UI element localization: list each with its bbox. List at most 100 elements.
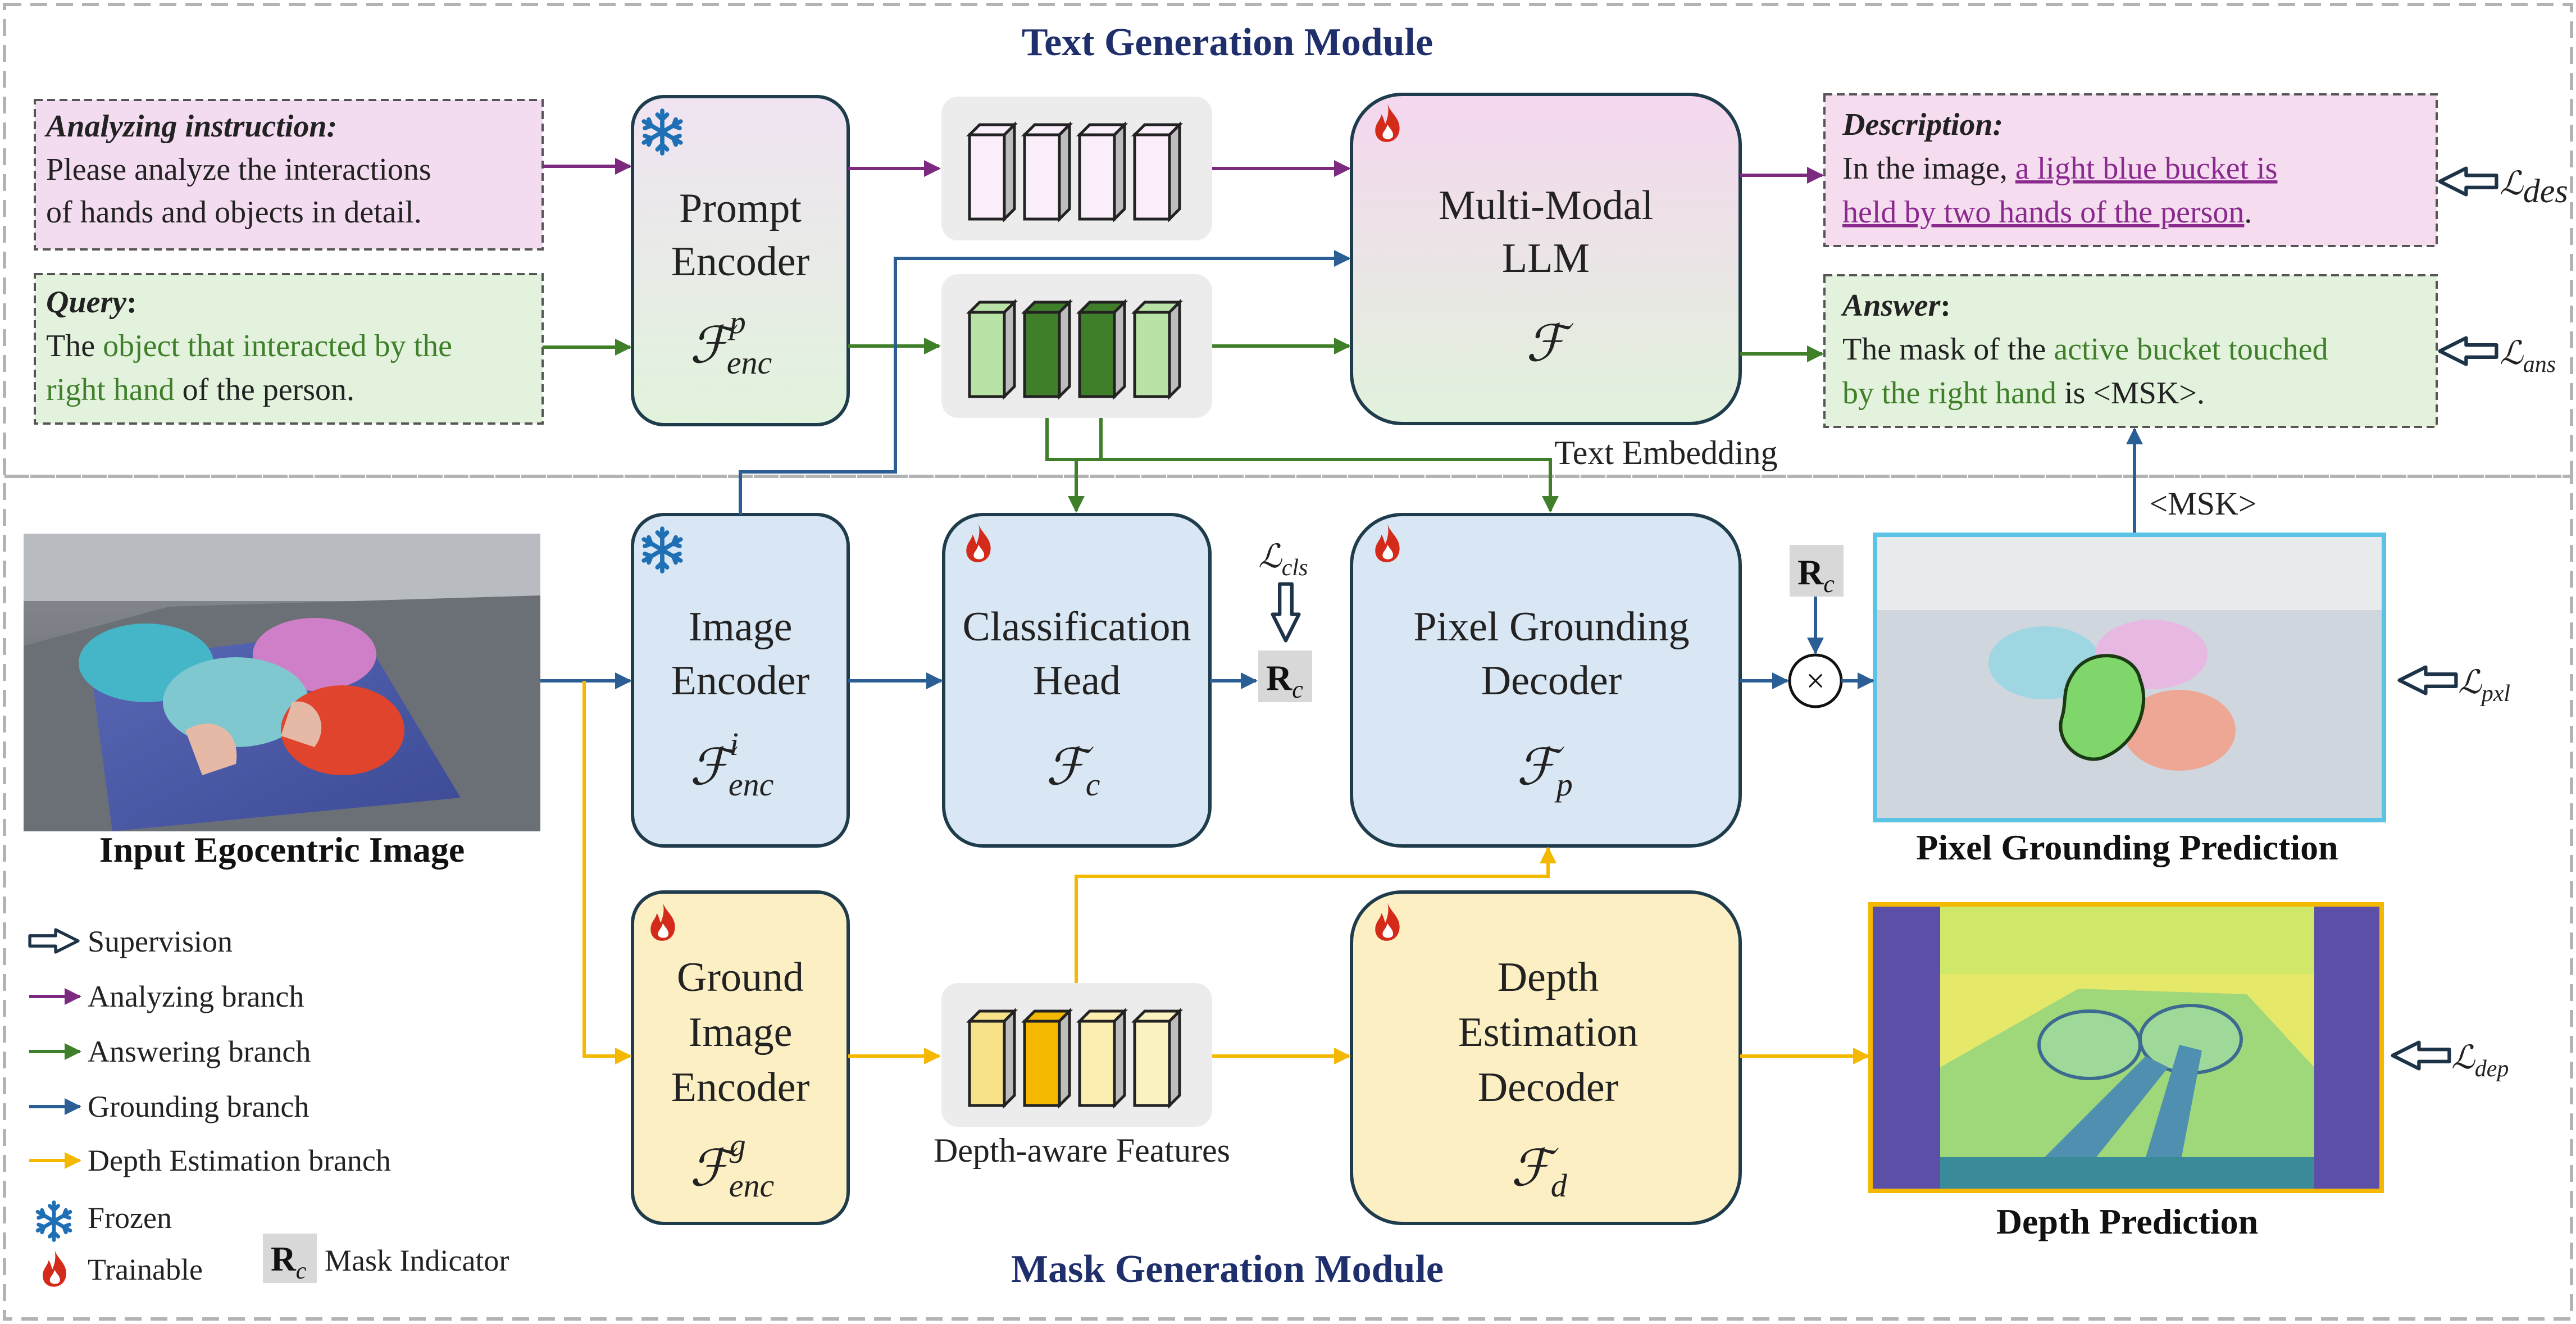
token-cubes (966, 121, 1184, 1109)
description-text-2b: . (2244, 195, 2252, 230)
text-module-frame (3, 3, 2573, 478)
ground-encoder-label-3: Encoder (671, 1064, 810, 1111)
prompt-encoder-sup: p (727, 304, 746, 340)
depth-decoder-label-2: Estimation (1458, 1009, 1639, 1055)
pixel-decoder-block: Pixel Grounding Decoder ℱp (1350, 513, 1742, 848)
prompt-encoder-sub: enc (727, 344, 772, 381)
multiply-node: × (1788, 653, 1843, 708)
query-text-2a: right hand (46, 372, 175, 407)
pixel-caption: Pixel Grounding Prediction (1916, 827, 2338, 867)
input-image (24, 534, 540, 831)
snowflake-icon (38, 1203, 70, 1240)
arrow-depth-features-to-pixel-decoder (1075, 847, 1556, 983)
pixel-decoder-sub: p (1554, 766, 1573, 803)
arrow-text-embedding (1045, 418, 1559, 513)
svg-text:ℒpxl: ℒpxl (2458, 664, 2510, 707)
description-label: Description: (1842, 107, 2003, 142)
legend-analyzing: Analyzing branch (88, 980, 304, 1013)
supervision-arrow-cls (1273, 584, 1299, 641)
depth-decoder-sub: d (1551, 1167, 1568, 1204)
loss-des: ℒ (2500, 165, 2524, 202)
text-token-cube (1131, 121, 1184, 223)
depth-token-cube (966, 1007, 1018, 1109)
query-text-2b: of the person. (175, 372, 354, 407)
loss-des-sub: des (2523, 172, 2568, 210)
loss-cls: ℒ (1258, 538, 1282, 575)
svg-text:ℒdep: ℒdep (2451, 1039, 2509, 1082)
llm-block: Multi-Modal LLM ℱ (1350, 93, 1742, 425)
instruction-line-2: of hands and objects in detail. (46, 195, 422, 230)
legend-answering: Answering branch (88, 1035, 311, 1068)
ground-encoder-label-1: Ground (677, 954, 804, 1000)
supervision-arrow-ans (2440, 338, 2497, 365)
mask-indicator-rc-top: Rc (1790, 545, 1844, 598)
query-text-1b: object that interacted by the (103, 329, 452, 363)
answer-box: Answer: The mask of the active bucket to… (1823, 274, 2438, 428)
query-text-1a: The (46, 329, 103, 363)
pixel-decoder-label-1: Pixel Grounding (1413, 604, 1689, 650)
pixel-decoder-label-2: Decoder (1481, 658, 1622, 704)
image-encoder-sup: i (730, 726, 739, 762)
text-embedding-label: Text Embedding (1554, 434, 1777, 471)
text-token-cube (1076, 121, 1128, 223)
rc-main: R (1266, 658, 1292, 698)
svg-text:right hand of the person.: right hand of the person. (46, 372, 354, 407)
svg-text:Rc: Rc (271, 1240, 307, 1284)
text-token-cube (1021, 121, 1073, 223)
legend-frozen: Frozen (88, 1201, 172, 1235)
classification-head-block: Classification Head ℱc (942, 513, 1212, 848)
depth-prediction-image (1868, 902, 2384, 1193)
msk-token-label: <MSK> (2149, 485, 2256, 522)
description-text-1b: a light blue bucket is (2015, 151, 2278, 186)
query-colon: : (126, 285, 137, 320)
rc-top-main: R (1797, 552, 1824, 592)
answer-text-2b: is <MSK>. (2056, 376, 2205, 411)
depth-decoder-block: Depth Estimation Decoder ℱd (1350, 890, 1742, 1225)
svg-text:ℒcls: ℒcls (1258, 538, 1308, 581)
supervision-arrow-des (2440, 169, 2497, 195)
instruction-label: Analyzing instruction: (44, 109, 337, 144)
answer-label: Answer (1841, 288, 1941, 323)
image-encoder-sub: enc (729, 766, 774, 803)
description-box: Description: In the image, a light blue … (1823, 93, 2438, 247)
loss-ans: ℒ (2500, 335, 2524, 371)
answer-colon: : (1940, 288, 1951, 323)
svg-text:by the right hand is <MSK>.: by the right hand is <MSK>. (1842, 376, 2205, 411)
legend-rc-box (263, 1234, 317, 1283)
rc-sub: c (1292, 676, 1303, 703)
input-caption: Input Egocentric Image (99, 830, 465, 870)
prompt-token-cube (1131, 298, 1184, 401)
depth-decoder-label-3: Decoder (1478, 1064, 1619, 1111)
hollow-arrow-icon (30, 930, 78, 952)
prompt-token-cube (966, 298, 1018, 401)
loss-ans-sub: ans (2523, 352, 2556, 377)
classification-head-label-1: Classification (963, 604, 1191, 650)
query-box: Query: The object that interacted by the… (34, 273, 544, 425)
supervision-arrow-dep (2393, 1043, 2450, 1069)
mask-indicator-rc: Rc (1258, 650, 1312, 703)
svg-text:held by two hands of the perso: held by two hands of the person. (1842, 195, 2252, 230)
prompt-encoder-label-2: Encoder (671, 239, 810, 285)
legend-grounding: Grounding branch (88, 1090, 309, 1123)
ground-encoder-sub: enc (729, 1167, 775, 1204)
legend-supervision: Supervision (88, 925, 233, 958)
depth-caption: Depth Prediction (1996, 1202, 2258, 1241)
loss-pxl-sub: pxl (2480, 681, 2510, 707)
loss-pxl: ℒ (2458, 664, 2482, 700)
svg-text:Answer:: Answer: (1841, 288, 1951, 323)
answer-text-1b: active bucket touched (2054, 332, 2328, 367)
legend-trainable: Trainable (88, 1253, 203, 1286)
legend: Supervision Analyzing branch Answering b… (29, 925, 509, 1287)
depth-token-cube (1021, 1007, 1073, 1109)
loss-dep: ℒ (2451, 1039, 2475, 1076)
classification-head-sub: c (1086, 766, 1100, 803)
image-encoder-label-1: Image (689, 604, 793, 650)
svg-text:Rc: Rc (1797, 552, 1835, 598)
text-module-title: Text Generation Module (1022, 21, 1433, 64)
image-encoder-label-2: Encoder (671, 658, 810, 704)
depth-decoder-label-1: Depth (1498, 954, 1599, 1000)
